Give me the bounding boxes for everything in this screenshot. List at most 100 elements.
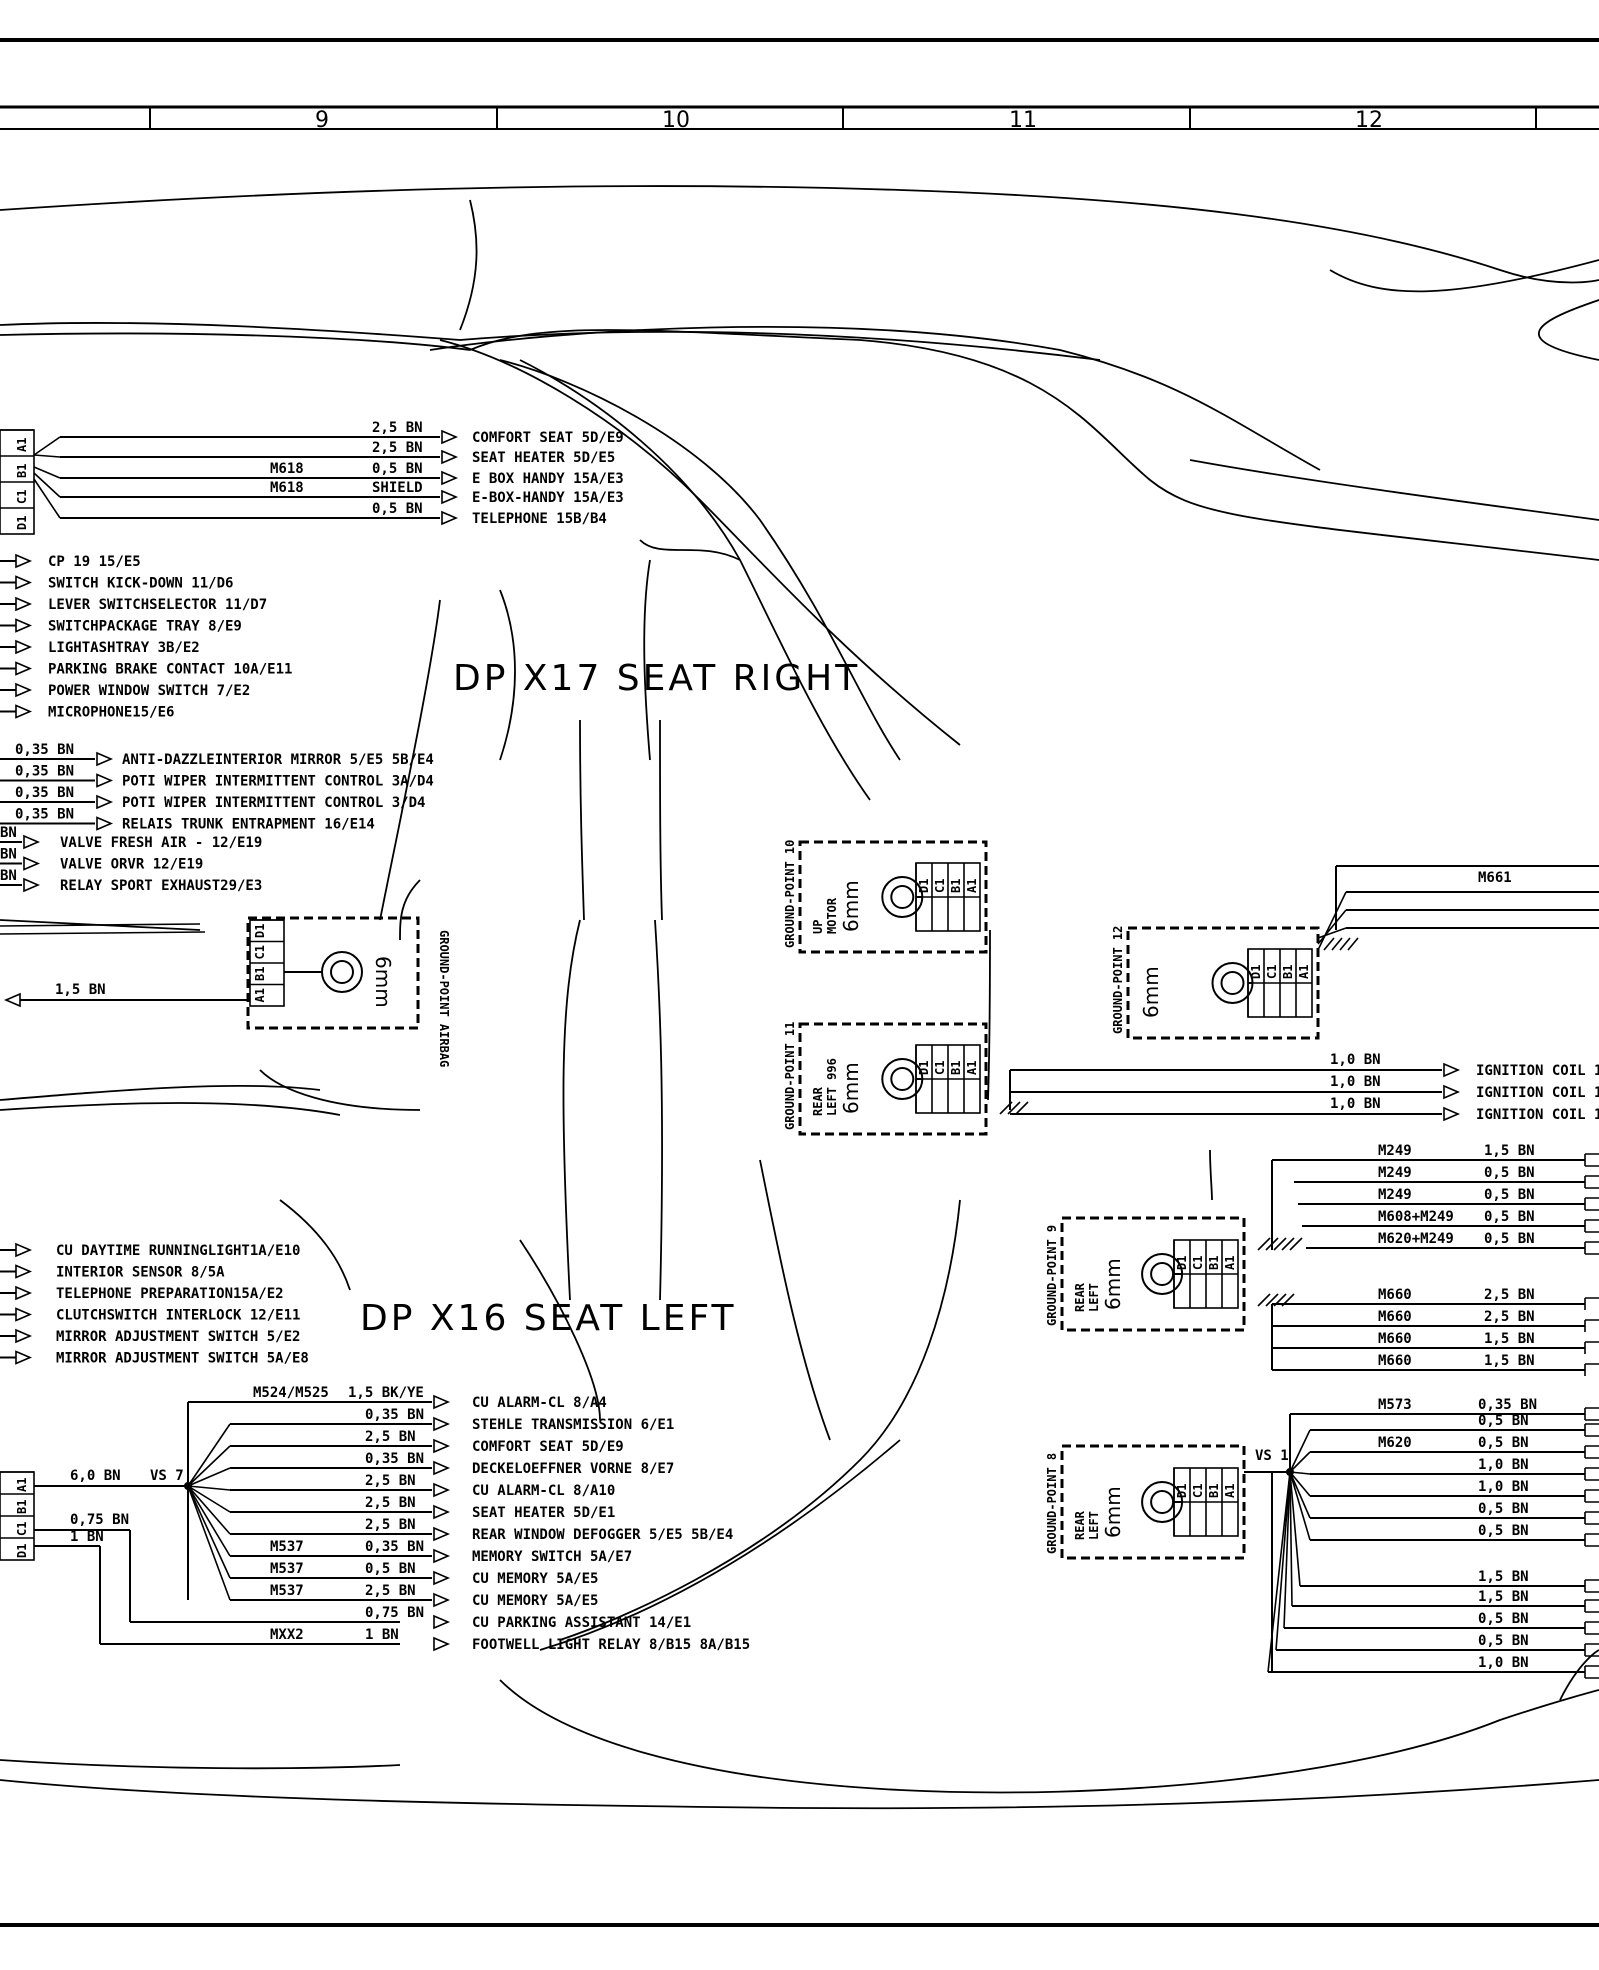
ground-point-size: 6mm [1101, 1486, 1125, 1538]
wire-gauge: 0,35 BN [15, 807, 74, 823]
wire-destination: MIRROR ADJUSTMENT SWITCH 5A/E8 [56, 1351, 309, 1367]
wire-destination: TELEPHONE PREPARATION15A/E2 [56, 1286, 284, 1302]
fan-wire [187, 1467, 231, 1487]
wire-gauge: SHIELD [372, 480, 423, 496]
wire-destination: RELAY SPORT EXHAUST29/E3 [60, 878, 262, 894]
wire-destination: CU DAYTIME RUNNINGLIGHT1A/E10 [56, 1243, 300, 1259]
wire-destination: PARKING BRAKE CONTACT 10A/E11 [48, 662, 292, 678]
arrow-icon [96, 816, 114, 831]
pin-label: B1 [1281, 965, 1295, 979]
pin-label: C1 [933, 879, 947, 893]
wire-destination: STEHLE TRANSMISSION 6/E1 [472, 1417, 674, 1433]
connector-end-icon [1584, 1153, 1599, 1167]
pin-label: C1 [1191, 1484, 1205, 1498]
arrow-icon [441, 449, 459, 465]
pin-label: B1 [1207, 1256, 1221, 1270]
hatch [1257, 1293, 1271, 1307]
pin-label: D1 [15, 516, 29, 530]
hatch [1281, 1293, 1295, 1307]
wire-code: M661 [1478, 870, 1512, 886]
wire-destination: E BOX HANDY 15A/E3 [472, 471, 624, 487]
wire-destination: SWITCH KICK-DOWN 11/D6 [48, 576, 233, 592]
ground-point-frame [798, 1022, 988, 1136]
pin-label: C1 [15, 490, 29, 504]
wire-code: M660 [1378, 1353, 1412, 1369]
connector-end-icon [1584, 1467, 1599, 1481]
connector-end-icon [1584, 1407, 1599, 1421]
ground-point-frame [1126, 926, 1320, 1040]
wire-gauge: 1,5 BN [1484, 1331, 1535, 1347]
wire-gauge: 1,5 BN [1484, 1353, 1535, 1369]
wire-destination: FOOTWELL LIGHT RELAY 8/B15 8A/B15 [472, 1637, 750, 1653]
connector-end-icon [1584, 1445, 1599, 1459]
hatch [1257, 1237, 1271, 1251]
fan-wire [187, 1423, 231, 1487]
arrow-icon [15, 1307, 33, 1322]
arrow-icon [433, 1636, 451, 1652]
pin-label: B1 [949, 1061, 963, 1075]
title-frame [0, 38, 1599, 1927]
wire-destination: CU PARKING ASSISTANT 14/E1 [472, 1615, 691, 1631]
wire-gauge: 0,35 BN [15, 785, 74, 801]
fan-wire [1289, 1471, 1293, 1607]
ground-stud-icon [890, 885, 915, 909]
pin-label: B1 [15, 464, 29, 478]
wire-gauge: 0,5 BN [1484, 1187, 1535, 1203]
wire-code: M660 [1378, 1331, 1412, 1347]
ground-point-title: GROUND-POINT AIRBAG [437, 930, 451, 1067]
arrow-icon [15, 1264, 33, 1279]
pin-label: D1 [15, 1544, 29, 1558]
fan-wire [33, 472, 61, 498]
connector-end-icon [1584, 1341, 1599, 1354]
wire-gauge: 0,5 BN [1478, 1435, 1529, 1451]
hatch [1339, 937, 1351, 951]
ground-point-title: GROUND-POINT 12 [1111, 926, 1125, 1034]
wire-gauge: 0,35 BN [1478, 1397, 1537, 1413]
wire-gauge: 0,5 BN [1478, 1413, 1529, 1429]
pin-label: B1 [949, 879, 963, 893]
pin-label: A1 [1223, 1484, 1237, 1498]
hatch [1281, 1237, 1295, 1251]
ground-stud-icon [1220, 971, 1245, 995]
wire-destination: MEMORY SWITCH 5A/E7 [472, 1549, 632, 1565]
wire-gauge: 2,5 BN [1484, 1287, 1535, 1303]
wire-destination: ANTI-DAZZLEINTERIOR MIRROR 5/E5 5B/E4 [122, 752, 434, 768]
connector-end-icon [1584, 1643, 1599, 1657]
ground-point-size: 6mm [1101, 1258, 1125, 1310]
connector-end-icon [1584, 1533, 1599, 1547]
arrow-icon [433, 1548, 451, 1564]
arrow-left-icon [3, 992, 21, 1008]
arrow-icon [15, 1242, 33, 1258]
fan-wire [1289, 1471, 1311, 1519]
wire-destination: CP 19 15/E5 [48, 554, 141, 570]
pin-label: D1 [1175, 1256, 1189, 1270]
pin-label: A1 [1297, 965, 1311, 979]
wire-gauge: BN [0, 868, 17, 884]
fan-wire [1289, 1451, 1311, 1473]
wire-code: M573 [1378, 1397, 1412, 1413]
fan-wire [187, 1445, 231, 1487]
connector-end-icon [1584, 1579, 1599, 1593]
ground-stud-icon [1150, 1262, 1175, 1286]
wire-gauge: 1,5 BK/YE [348, 1385, 424, 1401]
wire-destination: SEAT HEATER 5D/E1 [472, 1505, 615, 1521]
connector-end-icon [1584, 1319, 1599, 1332]
pin-label: D1 [253, 924, 267, 938]
ground-point-title: GROUND-POINT 8 [1045, 1453, 1059, 1554]
wire-destination: DECKELOEFFNER VORNE 8/E7 [472, 1461, 674, 1477]
pin-label: A1 [15, 1478, 29, 1492]
arrow-icon [15, 618, 33, 633]
fan-wire [187, 1485, 231, 1579]
seat-left-title: DP X16 SEAT LEFT [360, 1298, 737, 1339]
wire-gauge: 0,35 BN [365, 1539, 424, 1555]
ground-stud-icon [330, 960, 354, 984]
pin-label: A1 [1223, 1256, 1237, 1270]
arrow-icon [15, 1350, 33, 1365]
